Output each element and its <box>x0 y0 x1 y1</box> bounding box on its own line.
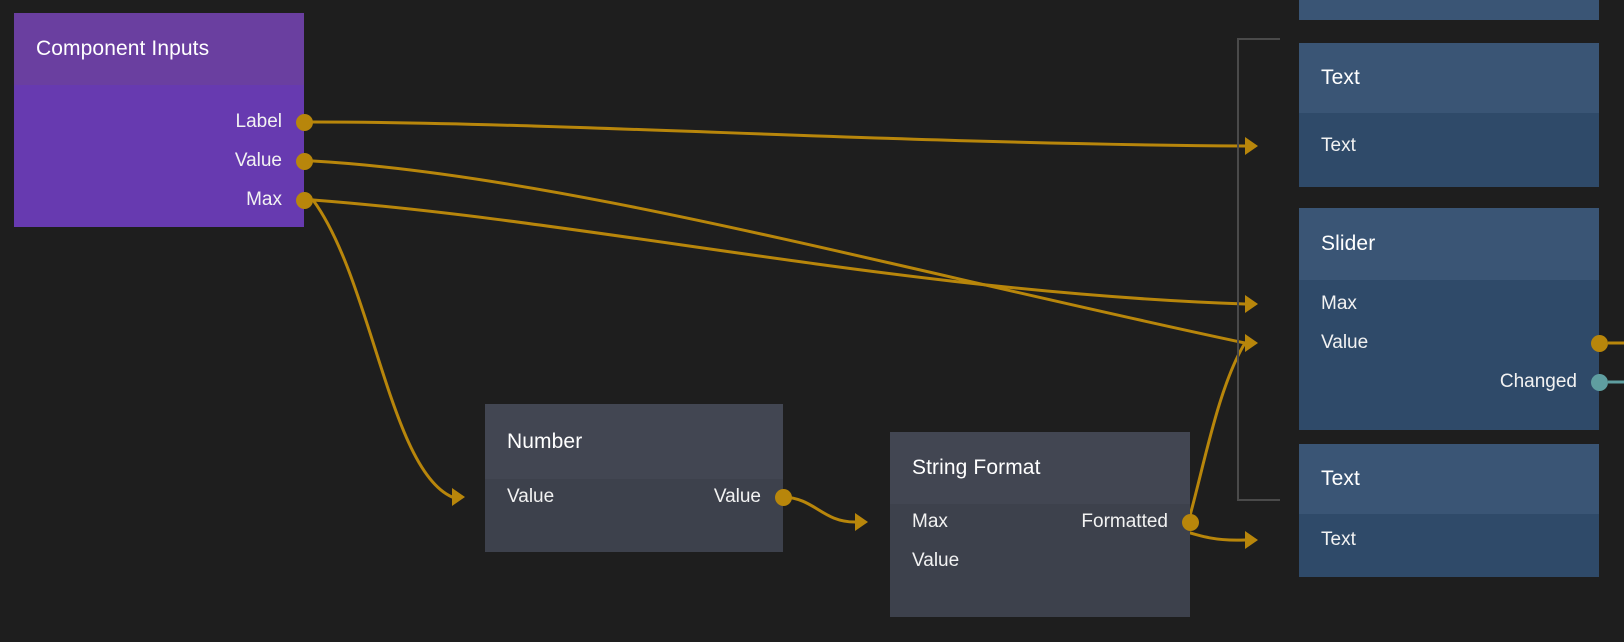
port-label: Text <box>1321 529 1356 550</box>
edge-value-to-slider-value[interactable] <box>311 159 1247 345</box>
arrowhead-arrow-sf-max <box>855 513 868 531</box>
port-out-max-component-inputs[interactable]: Max <box>246 189 282 211</box>
port-label: Value <box>713 486 761 507</box>
port-in-value-slider[interactable]: Value <box>1321 332 1368 354</box>
node-header-text-top[interactable]: Text <box>1299 43 1599 113</box>
connector-dot-out-slider[interactable] <box>1590 334 1608 352</box>
node-title-text-bottom: Text <box>1321 467 1360 490</box>
port-in-text-text-top[interactable]: Text <box>1321 135 1356 157</box>
port-label: Text <box>1321 135 1356 156</box>
port-in-value-string-format[interactable]: Value <box>912 550 959 572</box>
port-label: Value <box>912 550 960 571</box>
port-out-changed-slider[interactable]: Changed <box>1500 371 1577 393</box>
edge-number-value-to-sf-max[interactable] <box>781 495 857 524</box>
node-header-text-top-partial[interactable] <box>1299 0 1599 20</box>
port-label: Value <box>234 150 282 171</box>
port-label: Max <box>1321 293 1357 314</box>
node-title-text-top: Text <box>1321 66 1360 89</box>
node-title-string-format: String Format <box>912 456 1041 479</box>
connector-dot-max-component-inputs[interactable] <box>295 191 313 209</box>
port-in-max-string-format[interactable]: Max <box>912 511 948 533</box>
node-body-number <box>485 479 783 552</box>
port-label: Max <box>246 189 282 210</box>
edge-label-to-text-top[interactable] <box>311 120 1247 148</box>
port-label: Label <box>235 111 283 132</box>
node-body-string-format <box>890 504 1190 617</box>
node-title-component-inputs: Component Inputs <box>36 37 210 60</box>
arrowhead-arrow-number-val <box>452 488 465 506</box>
port-label: Max <box>912 511 948 532</box>
edge-max-to-number-value[interactable] <box>311 198 454 499</box>
arrowhead-arrow-text-bottom <box>1245 531 1258 549</box>
port-label: Changed <box>1499 371 1577 392</box>
node-header-component-inputs[interactable]: Component Inputs <box>14 13 304 85</box>
connector-dot-formatted-string-format[interactable] <box>1181 513 1199 531</box>
edge-max-to-slider-max[interactable] <box>311 198 1247 306</box>
port-in-max-slider[interactable]: Max <box>1321 293 1357 315</box>
node-body-slider <box>1299 280 1599 430</box>
node-body-text-bottom <box>1299 514 1599 577</box>
port-out-label-component-inputs[interactable]: Label <box>236 111 283 133</box>
port-label: Value <box>507 486 555 507</box>
port-in-value-number[interactable]: Value <box>507 486 554 508</box>
node-header-string-format[interactable]: String Format <box>890 432 1190 504</box>
node-title-slider: Slider <box>1321 232 1376 255</box>
connector-dot-label-component-inputs[interactable] <box>295 113 313 131</box>
node-text-top-partial[interactable] <box>1299 0 1599 20</box>
node-body-component-inputs <box>14 85 304 227</box>
port-out-formatted-string-format[interactable]: Formatted <box>1081 511 1168 533</box>
connector-dot-changed-slider[interactable] <box>1590 373 1608 391</box>
port-label: Value <box>1321 332 1369 353</box>
node-title-number: Number <box>507 429 583 453</box>
group-bracket <box>1237 38 1280 501</box>
connector-dot-value-component-inputs[interactable] <box>295 152 313 170</box>
port-out-value-number[interactable]: Value <box>714 486 761 508</box>
node-header-text-bottom[interactable]: Text <box>1299 444 1599 514</box>
port-out-value-component-inputs[interactable]: Value <box>235 150 282 172</box>
node-header-number[interactable]: Number <box>485 404 783 479</box>
connector-dot-value-number[interactable] <box>774 488 792 506</box>
node-body-text-top <box>1299 113 1599 187</box>
port-in-text-text-bottom[interactable]: Text <box>1321 529 1356 551</box>
node-header-slider[interactable]: Slider <box>1299 208 1599 280</box>
port-label: Formatted <box>1081 511 1168 532</box>
